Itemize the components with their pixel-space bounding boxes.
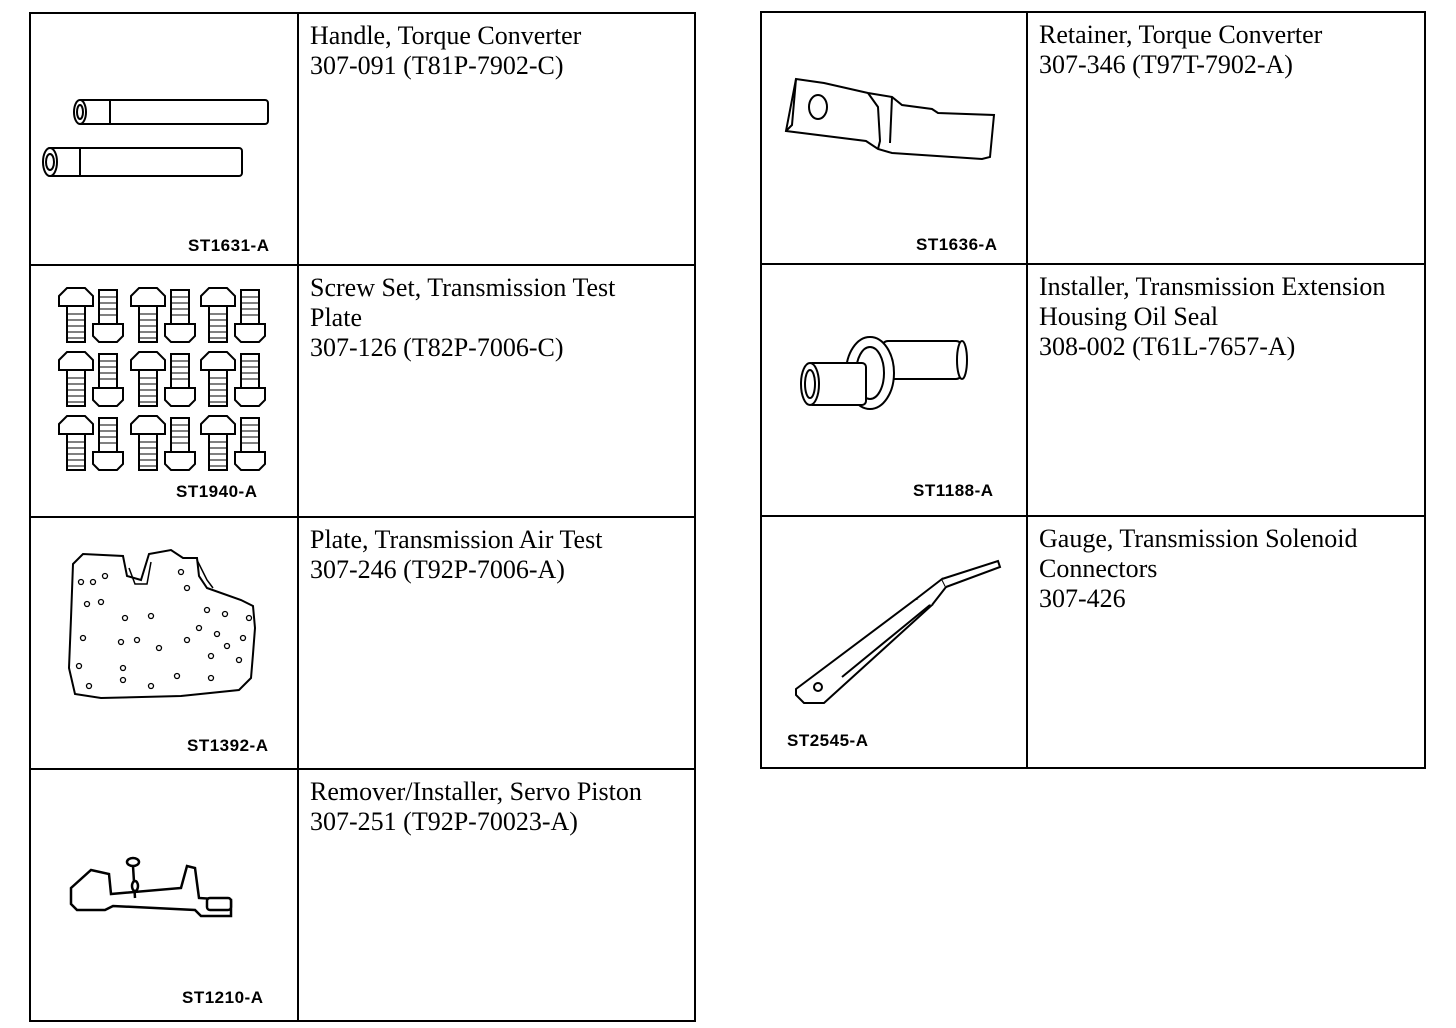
tool-name-line: Installer, Transmission Extension [1039, 272, 1386, 301]
tool-image-cell: ST1631-A [29, 12, 299, 266]
tool-number-line: 307-126 (T82P-7006-C) [310, 333, 564, 362]
left-tool-table: ST1631-A Handle, Torque Converter 307-09… [29, 12, 696, 1022]
table-row: ST1210-A Remover/Installer, Servo Piston… [29, 768, 696, 1022]
tool-name-line: Retainer, Torque Converter [1039, 20, 1323, 49]
table-row: ST1636-A Retainer, Torque Converter 307-… [760, 11, 1426, 265]
tool-description: Gauge, Transmission Solenoid Connectors … [1026, 515, 1426, 769]
retainer-strap-icon [784, 77, 996, 161]
figure-code: ST1636-A [916, 235, 998, 254]
tool-image-cell: ST1392-A [29, 516, 299, 770]
tool-description: Remover/Installer, Servo Piston 307-251 … [297, 768, 696, 1022]
tool-description: Retainer, Torque Converter 307-346 (T97T… [1026, 11, 1426, 265]
tool-number-line: 308-002 (T61L-7657-A) [1039, 332, 1296, 361]
table-row: ST1188-A Installer, Transmission Extensi… [760, 263, 1426, 517]
table-row: ST1392-A Plate, Transmission Air Test 30… [29, 516, 696, 770]
tool-description: Installer, Transmission Extension Housin… [1026, 263, 1426, 517]
tool-image-cell: ST1210-A [29, 768, 299, 1022]
handle-bars-icon [42, 99, 269, 177]
tool-image-cell: ST1188-A [760, 263, 1028, 517]
tool-image-cell: ST1940-A [29, 264, 299, 518]
screw-set-icon [58, 287, 266, 471]
right-tool-table: ST1636-A Retainer, Torque Converter 307-… [760, 11, 1426, 769]
tool-number-line: 307-091 (T81P-7902-C) [310, 51, 564, 80]
tool-name-line: Plate [310, 303, 362, 332]
tool-number-line: 307-346 (T97T-7902-A) [1039, 50, 1293, 79]
tool-name-line: Remover/Installer, Servo Piston [310, 777, 642, 806]
tool-name-line: Plate, Transmission Air Test [310, 525, 603, 554]
tool-description: Screw Set, Transmission Test Plate 307-1… [297, 264, 696, 518]
tool-description: Plate, Transmission Air Test 307-246 (T9… [297, 516, 696, 770]
table-row: ST1631-A Handle, Torque Converter 307-09… [29, 12, 696, 266]
table-row: ST2545-A Gauge, Transmission Solenoid Co… [760, 515, 1426, 769]
figure-code: ST1210-A [182, 988, 264, 1007]
figure-code: ST2545-A [787, 731, 869, 750]
tool-number-line: 307-251 (T92P-70023-A) [310, 807, 578, 836]
table-row: ST1940-A Screw Set, Transmission Test Pl… [29, 264, 696, 518]
tool-number-line: 307-246 (T92P-7006-A) [310, 555, 565, 584]
servo-piston-tool-icon [69, 856, 233, 918]
tool-number-line: 307-426 [1039, 584, 1126, 613]
gauge-icon [795, 559, 1002, 704]
tool-name-line: Screw Set, Transmission Test [310, 273, 616, 302]
tool-description: Handle, Torque Converter 307-091 (T81P-7… [297, 12, 696, 266]
tool-image-cell: ST1636-A [760, 11, 1028, 265]
tool-name-line: Connectors [1039, 554, 1158, 583]
tool-image-cell: ST2545-A [760, 515, 1028, 769]
figure-code: ST1940-A [176, 482, 258, 501]
tool-name-line: Gauge, Transmission Solenoid [1039, 524, 1358, 553]
figure-code: ST1392-A [187, 736, 269, 755]
tool-name-line: Handle, Torque Converter [310, 21, 582, 50]
figure-code: ST1631-A [188, 236, 270, 255]
seal-installer-icon [800, 336, 968, 410]
figure-code: ST1188-A [913, 481, 994, 500]
test-plate-icon [67, 548, 257, 700]
tool-name-line: Housing Oil Seal [1039, 302, 1219, 331]
